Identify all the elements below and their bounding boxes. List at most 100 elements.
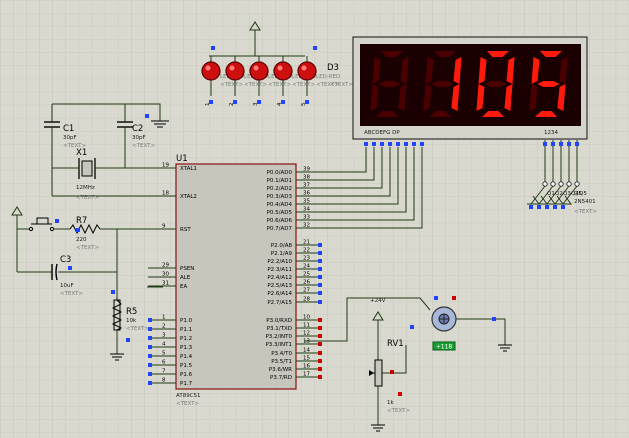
display-segment (487, 51, 509, 57)
mcu-pin-marker (318, 351, 322, 355)
led-placeholder: <TEXT> (268, 82, 291, 88)
mcu-pin-number: 2 (162, 324, 166, 330)
mcu-pin-marker (318, 275, 322, 279)
r7-placeholder: <TEXT> (76, 245, 99, 251)
mcu-placeholder: <TEXT> (176, 401, 199, 407)
mcu-pin-name: P0.5/AD5 (267, 210, 293, 216)
mcu-pin-name: P0.6/AD6 (267, 218, 293, 224)
mcu-pin-number: 38 (303, 175, 310, 181)
pot-ref-label: RV1 (387, 339, 404, 349)
display-segment (429, 111, 451, 117)
ground-bus-wire (52, 103, 161, 121)
mcu-pin-name: RST (180, 227, 191, 233)
mcu-pin-number: 19 (162, 163, 169, 169)
led-icon (201, 61, 221, 81)
mcu-part-label: AT89C51 (176, 393, 201, 399)
mcu-pin-number: 17 (303, 372, 310, 378)
mcu-pin-marker (318, 259, 322, 263)
display-segment (372, 57, 381, 84)
mcu-pin-name: P1.4 (180, 354, 193, 360)
oscillator-circuit[interactable]: C1 30pF <TEXT> C2 30pF <TEXT> X1 12MHz <… (44, 103, 169, 201)
digit-pin (551, 142, 555, 146)
mcu-pin-number: 21 (303, 240, 310, 246)
mcu-pin-number: 12 (303, 331, 310, 337)
r7-value-label: 220 (76, 237, 87, 243)
led-highlight (205, 65, 211, 71)
mcu-pin-marker (318, 291, 322, 295)
r7-resistor (69, 223, 101, 235)
reset-circuit[interactable]: R7 220 <TEXT> C3 10uF <TEXT> R5 10k <TEX… (11, 206, 163, 361)
mcu-pin-name: P2.4/A12 (267, 275, 292, 281)
led-placeholder: <TEXT> (244, 82, 267, 88)
led-icon (249, 61, 269, 81)
transistor-base-node (566, 181, 572, 187)
digit-group (370, 51, 568, 117)
display-segment (478, 57, 487, 84)
display-segment (559, 57, 568, 84)
mcu-pin-number: 7 (162, 369, 166, 375)
mcu-pin-name: P0.2/AD2 (267, 186, 292, 192)
c1-value-label: 30pF (63, 135, 77, 141)
mcu-pin-number: 14 (303, 348, 310, 354)
mcu-chip[interactable]: U1 19XTAL118XTAL29RST29PSEN30ALE31EA1P1.… (148, 154, 322, 407)
display-segment (476, 84, 485, 111)
display-segment (398, 84, 407, 111)
mcu-pin-name: P2.6/A14 (267, 291, 292, 297)
connection-markers (55, 46, 496, 396)
display-segment (540, 51, 562, 57)
mcu-pin-number: 24 (303, 264, 310, 270)
mcu-body (175, 163, 297, 390)
mcu-pin-number: 25 (303, 272, 310, 278)
transistor-label: Q1 (547, 191, 555, 197)
display-segment (531, 57, 540, 84)
mcu-pin-number: 6 (162, 360, 166, 366)
digit-pin (559, 142, 563, 146)
r5-value-label: 10k (126, 318, 137, 324)
display-segment (370, 84, 379, 111)
mcu-pin-name: XTAL2 (180, 194, 197, 200)
mcu-pin-number: 4 (162, 342, 166, 348)
mcu-pin-number: 32 (303, 223, 310, 229)
led-pin-marker (257, 100, 261, 104)
led-placeholder: <TEXT> (292, 82, 315, 88)
mcu-pin-number: 23 (303, 256, 310, 262)
mcu-pin-name: P0.4/AD4 (267, 202, 293, 208)
transistor-icon (562, 185, 578, 205)
mcu-pin-marker (148, 327, 152, 331)
led-bank[interactable]: 1LED-RED<TEXT>2LED-RED<TEXT>3LED-RED<TEX… (201, 21, 353, 106)
digit-pin (567, 142, 571, 146)
led-placeholder-label: <TEXT> (330, 82, 353, 88)
mcu-pin-number: 5 (162, 351, 166, 357)
segment-pin (388, 142, 392, 146)
mcu-pin-name: P3.5/T1 (271, 359, 292, 365)
crystal-body (81, 160, 93, 177)
digit-pin (575, 142, 579, 146)
segment-bus (304, 147, 423, 229)
mcu-pin-name: P3.2/INT0 (265, 334, 292, 340)
mcu-pin-number: 22 (303, 248, 310, 254)
transistor-ref-label: Q5 (574, 191, 582, 197)
led-highlight (229, 65, 235, 71)
transistor-pin (561, 205, 565, 209)
transistor-base-node (574, 181, 580, 187)
mcu-pin-marker (148, 345, 152, 349)
r5-ref-label: R5 (126, 307, 137, 317)
mcu-pin-number: 11 (303, 323, 310, 329)
mcu-pin-number: 28 (303, 297, 310, 303)
mcu-pin-name: XTAL1 (180, 166, 197, 172)
c3-value-label: 10uF (60, 283, 74, 289)
display-segment (378, 81, 401, 87)
mcu-pin-number: 8 (162, 378, 166, 384)
transistor-label: Q2 (555, 191, 563, 197)
pushbutton-icon[interactable] (36, 217, 49, 225)
seven-segment-display[interactable]: ABCDEFG DP 1234 (352, 36, 588, 140)
mcu-pin-name: PSEN (180, 266, 194, 272)
mcu-pin-name: P1.6 (180, 372, 193, 378)
mcu-pin-marker (148, 318, 152, 322)
pot-value-label: 1k (387, 400, 394, 406)
motor-circuit[interactable]: +24V +118 RV1 1k <TEXT> (304, 297, 512, 432)
mcu-pin-name: P3.7/RD (270, 375, 292, 381)
display-segment (529, 84, 538, 111)
